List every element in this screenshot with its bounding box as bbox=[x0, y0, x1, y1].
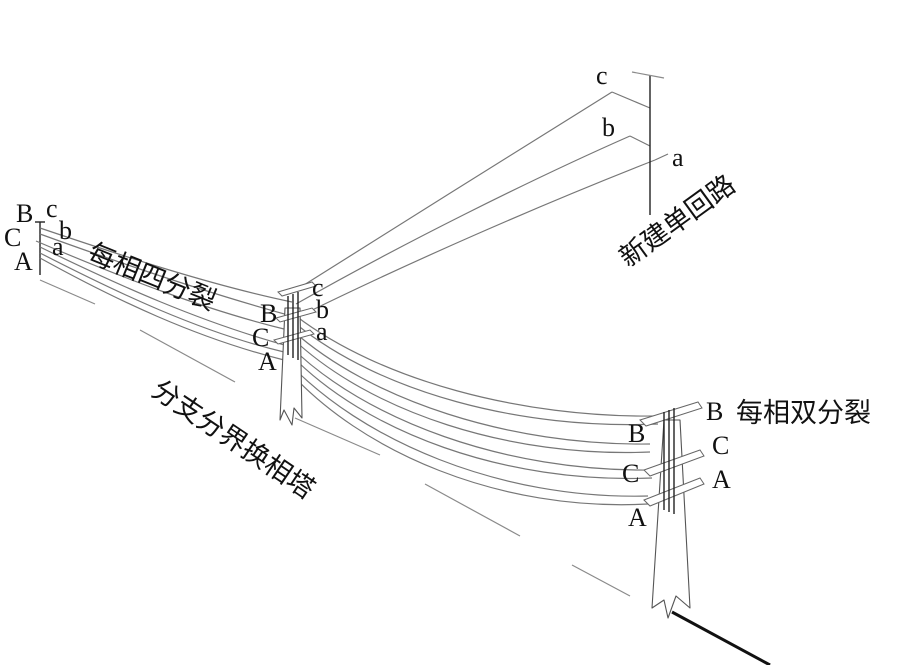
left-label-a: a bbox=[52, 232, 64, 261]
new-circuit-conductors bbox=[295, 91, 669, 317]
caption-new-single-circuit: 新建单回路 bbox=[614, 169, 741, 273]
branch-tower bbox=[273, 281, 317, 426]
mid-label-C: C bbox=[252, 323, 269, 352]
new-label-c: c bbox=[596, 61, 608, 90]
mid-label-c: c bbox=[312, 273, 324, 302]
four-split-conductors bbox=[35, 227, 293, 361]
right-label-B-left: B bbox=[628, 419, 645, 448]
double-split-conductors bbox=[285, 315, 659, 506]
mid-label-b: b bbox=[316, 295, 329, 324]
right-tower-labels: B C A B C A bbox=[622, 397, 731, 532]
new-label-b: b bbox=[602, 113, 615, 142]
new-line-labels: c b a bbox=[596, 61, 684, 172]
mid-label-A: A bbox=[258, 347, 277, 376]
left-label-C: C bbox=[4, 223, 21, 252]
ground-dashes bbox=[39, 279, 631, 597]
left-end-post bbox=[35, 221, 45, 275]
mid-tower-labels: B C A c b a bbox=[252, 273, 329, 376]
mid-label-B: B bbox=[260, 299, 277, 328]
left-label-B: B bbox=[16, 199, 33, 228]
right-label-A-left: A bbox=[628, 503, 647, 532]
left-end-labels: B C A c b a bbox=[4, 194, 72, 276]
right-label-A-right: A bbox=[712, 465, 731, 494]
left-label-c: c bbox=[46, 194, 58, 223]
left-label-A: A bbox=[14, 247, 33, 276]
new-line-end-post bbox=[631, 71, 665, 215]
right-tower bbox=[639, 401, 771, 665]
right-label-C-right: C bbox=[712, 431, 729, 460]
right-label-C-left: C bbox=[622, 459, 639, 488]
caption-double-split: 每相双分裂 bbox=[736, 398, 871, 429]
mid-label-a: a bbox=[316, 317, 328, 346]
left-label-b: b bbox=[59, 216, 72, 245]
right-label-B-right: B bbox=[706, 397, 723, 426]
new-label-a: a bbox=[672, 143, 684, 172]
